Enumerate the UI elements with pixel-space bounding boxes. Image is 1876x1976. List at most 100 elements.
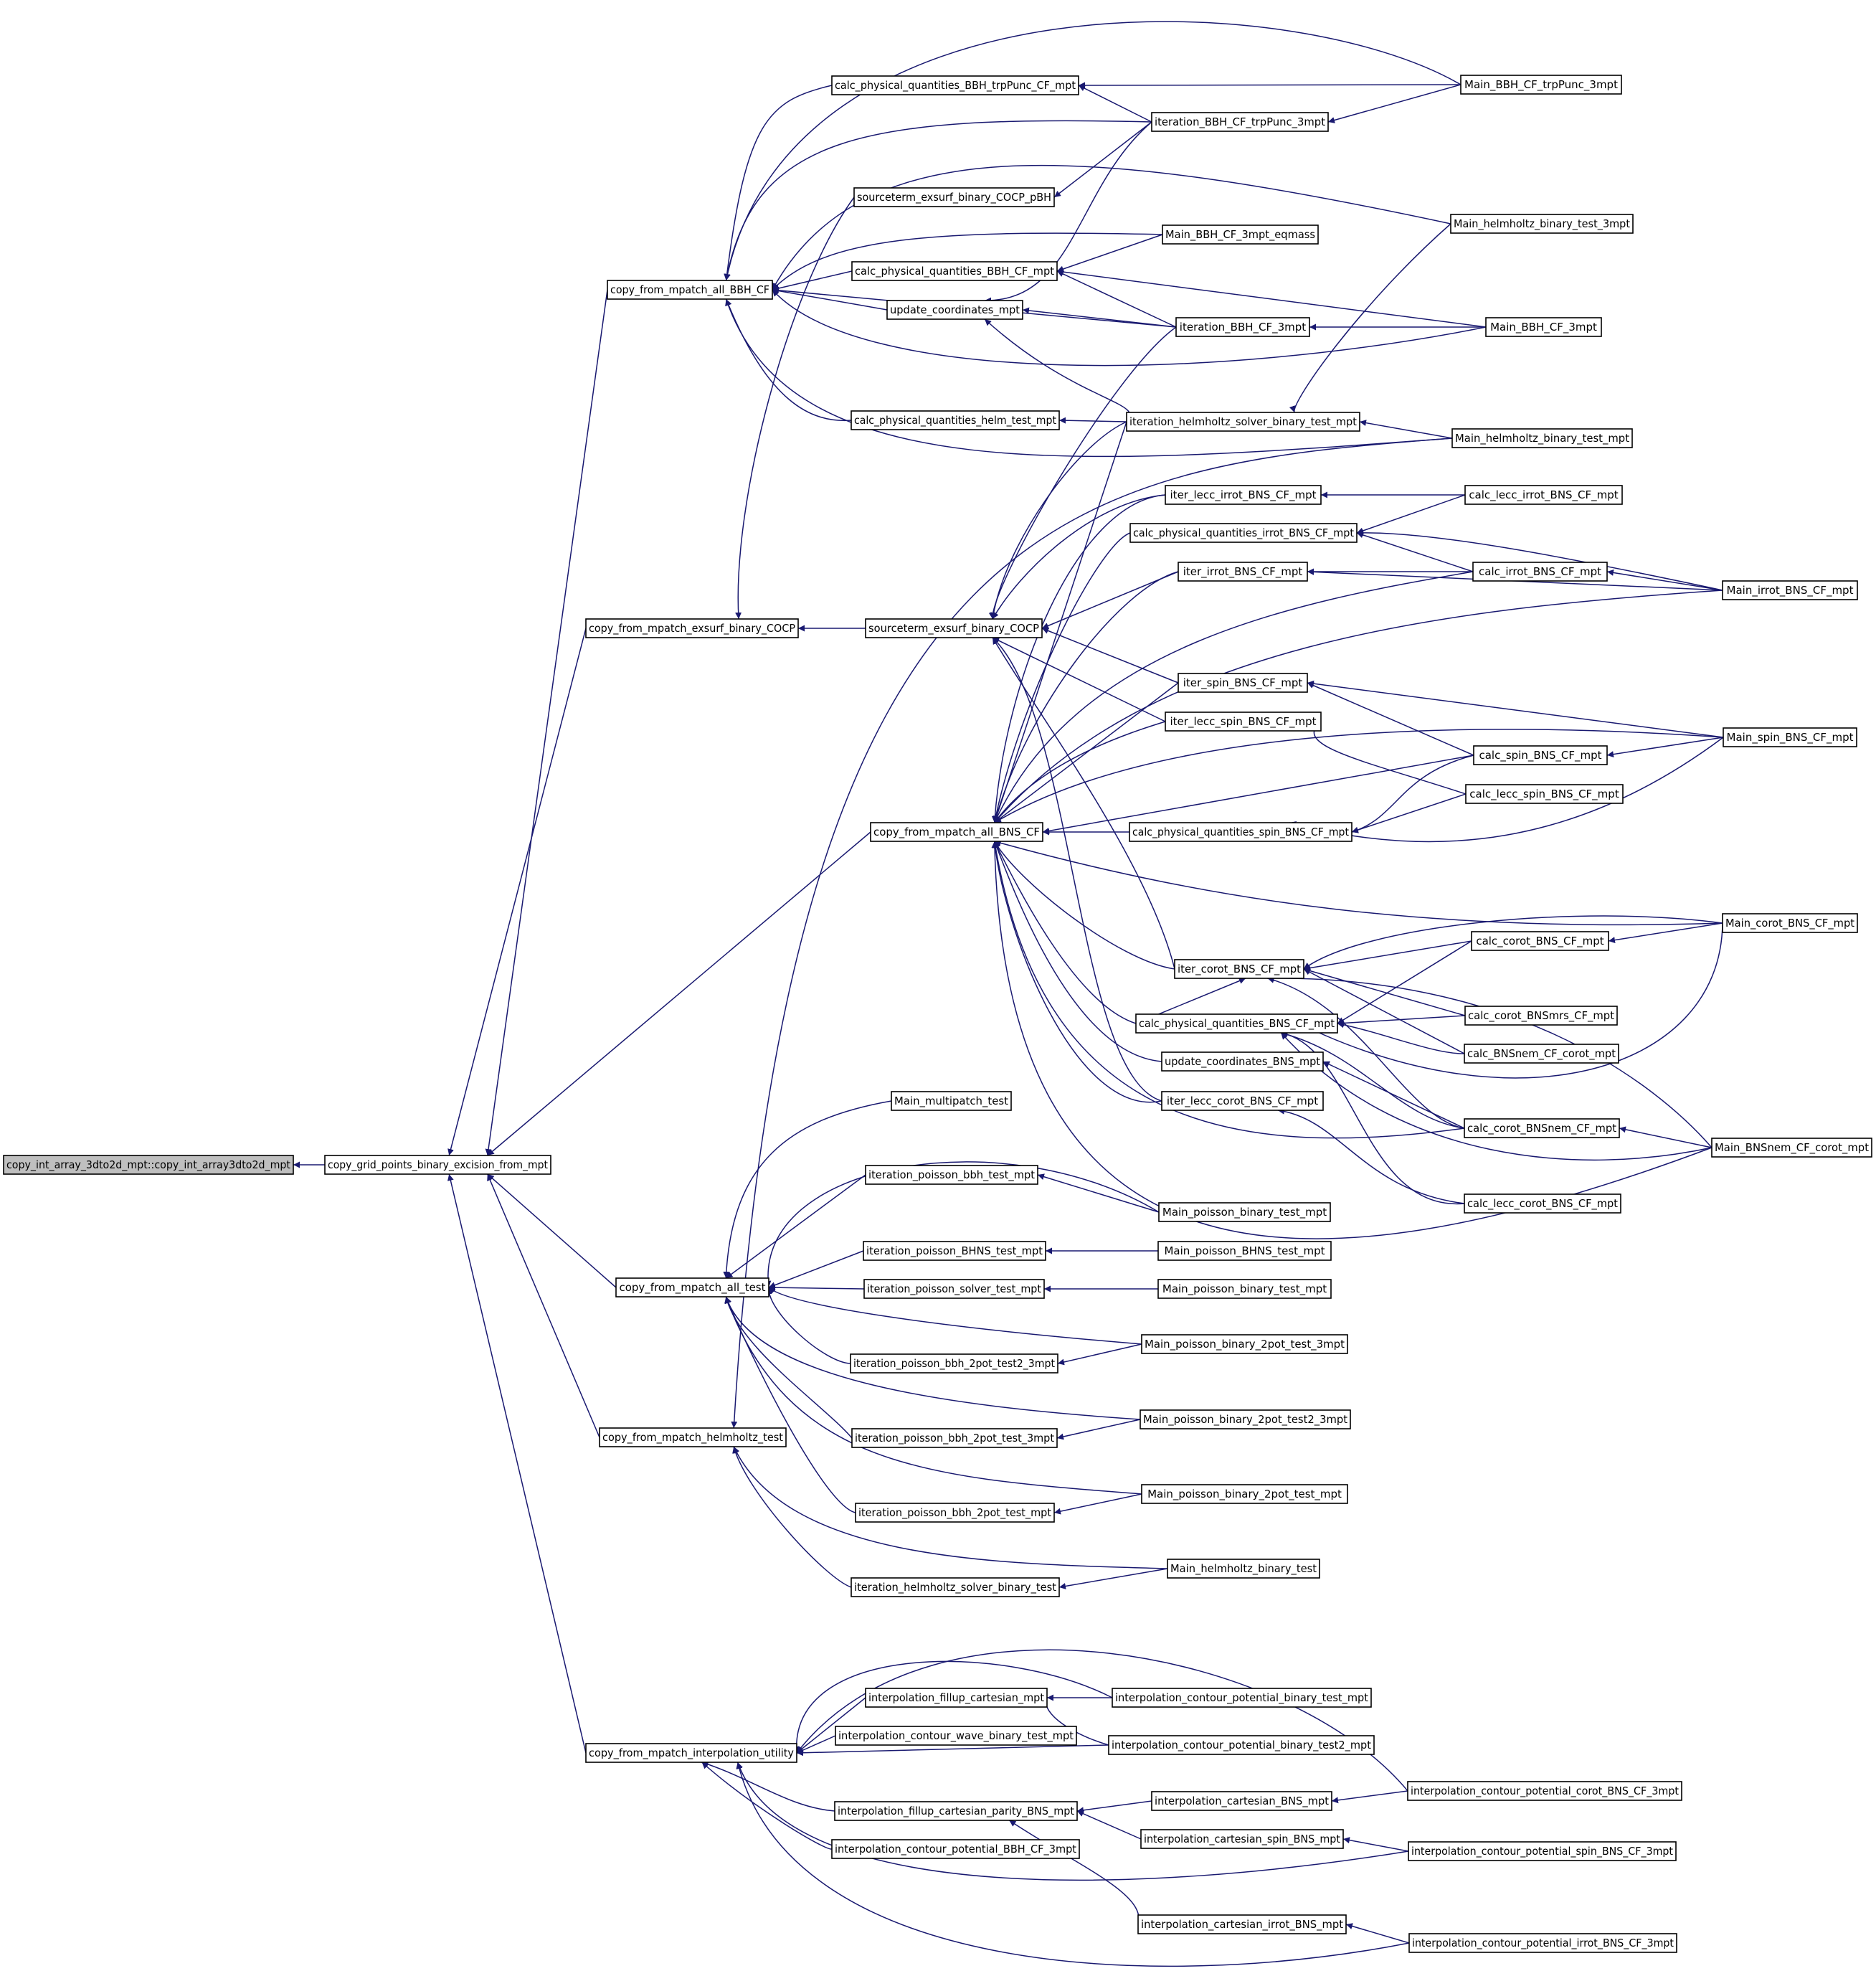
function-node[interactable]: interpolation_contour_potential_spin_BNS…: [1408, 1841, 1677, 1861]
edge-n18-to-n16: [1289, 223, 1451, 413]
function-node[interactable]: interpolation_contour_potential_corot_BN…: [1407, 1781, 1682, 1801]
function-node[interactable]: Main_helmholtz_binary_test_3mpt: [1450, 214, 1634, 234]
function-node[interactable]: iter_corot_BNS_CF_mpt: [1174, 959, 1304, 979]
node-label: iteration_poisson_bbh_2pot_test2_3mpt: [853, 1357, 1055, 1371]
function-node[interactable]: calc_spin_BNS_CF_mpt: [1473, 745, 1608, 765]
function-node[interactable]: iteration_BBH_CF_trpPunc_3mpt: [1151, 112, 1329, 132]
function-node[interactable]: interpolation_fillup_cartesian_parity_BN…: [834, 1801, 1078, 1821]
function-node[interactable]: Main_helmholtz_binary_test: [1167, 1559, 1320, 1579]
function-node[interactable]: calc_physical_quantities_BBH_CF_mpt: [851, 261, 1058, 281]
edge-n35-to-n4: [1042, 755, 1474, 834]
function-node[interactable]: Main_poisson_binary_test_mpt: [1157, 1279, 1332, 1299]
function-node[interactable]: iter_lecc_irrot_BNS_CF_mpt: [1165, 485, 1322, 505]
edge-n41-to-n28: [1303, 968, 1465, 1054]
function-node[interactable]: interpolation_cartesian_spin_BNS_mpt: [1140, 1829, 1344, 1849]
function-node[interactable]: calc_physical_quantities_helm_test_mpt: [851, 410, 1060, 430]
function-node[interactable]: Main_helmholtz_binary_test_mpt: [1451, 428, 1633, 448]
node-label: Main_helmholtz_binary_test_mpt: [1455, 432, 1629, 445]
function-node[interactable]: calc_lecc_corot_BNS_CF_mpt: [1464, 1193, 1621, 1214]
node-box: [1464, 1193, 1621, 1214]
function-node[interactable]: Main_irrot_BNS_CF_mpt: [1722, 580, 1858, 600]
node-box: [1161, 1091, 1324, 1111]
function-node[interactable]: iteration_poisson_bbh_2pot_test_mpt: [855, 1503, 1055, 1523]
function-node[interactable]: iter_lecc_corot_BNS_CF_mpt: [1161, 1091, 1324, 1111]
function-node[interactable]: calc_corot_BNSnem_CF_mpt: [1464, 1118, 1620, 1138]
node-label: calc_lecc_irrot_BNS_CF_mpt: [1469, 488, 1618, 502]
function-node[interactable]: Main_BNSnem_CF_corot_mpt: [1711, 1138, 1872, 1158]
function-node[interactable]: calc_corot_BNS_CF_mpt: [1471, 931, 1609, 951]
node-box: [870, 822, 1043, 842]
function-node[interactable]: Main_poisson_binary_2pot_test2_3mpt: [1140, 1409, 1351, 1429]
function-node[interactable]: sourceterm_exsurf_binary_COCP: [865, 618, 1043, 638]
function-node[interactable]: Main_BBH_CF_trpPunc_3mpt: [1460, 75, 1622, 95]
edge-n31-to-n4: [992, 841, 1162, 1103]
edge-n59-to-n6: [733, 1446, 1168, 1569]
node-label: interpolation_cartesian_irrot_BNS_mpt: [1141, 1918, 1343, 1932]
edge-n71-to-n68: [1345, 1923, 1410, 1944]
function-node[interactable]: copy_from_mpatch_all_BBH_CF: [607, 280, 773, 300]
function-node[interactable]: iter_irrot_BNS_CF_mpt: [1178, 562, 1308, 582]
function-node[interactable]: Main_corot_BNS_CF_mpt: [1722, 913, 1858, 933]
node-label: Main_irrot_BNS_CF_mpt: [1727, 584, 1854, 597]
function-node[interactable]: interpolation_cartesian_BNS_mpt: [1151, 1791, 1332, 1811]
function-node[interactable]: calc_physical_quantities_BBH_trpPunc_CF_…: [831, 75, 1079, 95]
function-node[interactable]: Main_poisson_BHNS_test_mpt: [1157, 1241, 1332, 1261]
function-node[interactable]: interpolation_contour_potential_binary_t…: [1112, 1688, 1372, 1708]
edge-n4-to-n1: [487, 831, 871, 1156]
function-node[interactable]: Main_BBH_CF_3mpt_eqmass: [1162, 224, 1319, 245]
edge-n46-to-n5: [725, 1174, 866, 1279]
node-label: Main_helmholtz_binary_test: [1170, 1562, 1317, 1576]
function-node[interactable]: iteration_poisson_bbh_2pot_test_3mpt: [851, 1428, 1058, 1448]
node-box: [1408, 1841, 1677, 1861]
function-node[interactable]: iteration_poisson_BHNS_test_mpt: [863, 1241, 1046, 1261]
function-node[interactable]: copy_from_mpatch_all_test: [615, 1277, 769, 1297]
root-function-node[interactable]: copy_int_array_3dto2d_mpt::copy_int_arra…: [3, 1155, 294, 1175]
function-node[interactable]: Main_poisson_binary_2pot_test_3mpt: [1141, 1334, 1348, 1354]
function-node[interactable]: interpolation_contour_potential_BBH_CF_3…: [831, 1839, 1080, 1859]
function-node[interactable]: update_coordinates_mpt: [886, 300, 1023, 320]
function-node[interactable]: sourceterm_exsurf_binary_COCP_pBH: [853, 187, 1055, 207]
function-node[interactable]: update_coordinates_BNS_mpt: [1161, 1051, 1324, 1072]
function-node[interactable]: copy_from_mpatch_interpolation_utility: [585, 1743, 797, 1763]
function-node[interactable]: Main_poisson_binary_2pot_test_mpt: [1141, 1484, 1348, 1504]
function-node[interactable]: calc_corot_BNSmrs_CF_mpt: [1464, 1006, 1618, 1026]
function-node[interactable]: interpolation_fillup_cartesian_mpt: [865, 1688, 1048, 1708]
function-node[interactable]: Main_spin_BNS_CF_mpt: [1723, 727, 1857, 747]
function-node[interactable]: iteration_helmholtz_solver_binary_test: [851, 1577, 1060, 1597]
function-node[interactable]: iteration_poisson_bbh_2pot_test2_3mpt: [850, 1353, 1058, 1374]
function-node[interactable]: interpolation_contour_potential_binary_t…: [1108, 1735, 1375, 1755]
edge-n68-to-n62: [1008, 1820, 1140, 1925]
function-node[interactable]: interpolation_contour_potential_irrot_BN…: [1408, 1933, 1677, 1953]
function-node[interactable]: iteration_BBH_CF_3mpt: [1175, 317, 1310, 337]
edge-n17-to-n13: [1327, 84, 1462, 123]
function-node[interactable]: calc_lecc_irrot_BNS_CF_mpt: [1464, 485, 1623, 505]
function-node[interactable]: copy_grid_points_binary_excision_from_mp…: [324, 1155, 551, 1175]
function-node[interactable]: copy_from_mpatch_exsurf_binary_COCP: [585, 618, 799, 638]
function-node[interactable]: iteration_poisson_solver_test_mpt: [863, 1279, 1045, 1299]
node-box: [851, 1577, 1060, 1597]
function-node[interactable]: calc_BNSnem_CF_corot_mpt: [1464, 1044, 1619, 1064]
function-node[interactable]: interpolation_contour_wave_binary_test_m…: [835, 1726, 1077, 1746]
edge-n24-to-n4: [993, 571, 1179, 823]
function-node[interactable]: calc_physical_quantities_spin_BNS_CF_mpt: [1129, 822, 1352, 842]
node-label: Main_BBH_CF_3mpt_eqmass: [1165, 228, 1315, 242]
function-node[interactable]: calc_irrot_BNS_CF_mpt: [1472, 562, 1608, 582]
function-node[interactable]: iteration_poisson_bbh_test_mpt: [865, 1165, 1038, 1185]
function-node[interactable]: Main_multipatch_test: [891, 1091, 1012, 1111]
function-node[interactable]: interpolation_cartesian_irrot_BNS_mpt: [1137, 1914, 1347, 1934]
function-node[interactable]: copy_from_mpatch_all_BNS_CF: [870, 822, 1043, 842]
function-node[interactable]: Main_poisson_binary_test_mpt: [1158, 1202, 1331, 1222]
edge-n10-to-n2: [772, 270, 853, 292]
node-label: calc_lecc_spin_BNS_CF_mpt: [1469, 788, 1619, 801]
node-box: [1162, 224, 1319, 245]
function-node[interactable]: calc_lecc_spin_BNS_CF_mpt: [1465, 784, 1624, 804]
function-node[interactable]: copy_from_mpatch_helmholtz_test: [599, 1427, 787, 1447]
function-node[interactable]: iter_lecc_spin_BNS_CF_mpt: [1165, 712, 1322, 732]
function-node[interactable]: iter_spin_BNS_CF_mpt: [1178, 673, 1308, 693]
edge-n20-to-n6: [731, 438, 1453, 1429]
function-node[interactable]: calc_physical_quantities_irrot_BNS_CF_mp…: [1129, 523, 1358, 543]
function-node[interactable]: calc_physical_quantities_BNS_CF_mpt: [1135, 1013, 1338, 1034]
function-node[interactable]: Main_BBH_CF_3mpt: [1485, 317, 1602, 337]
function-node[interactable]: iteration_helmholtz_solver_binary_test_m…: [1126, 412, 1360, 432]
edge-n11-to-n2: [772, 288, 888, 311]
